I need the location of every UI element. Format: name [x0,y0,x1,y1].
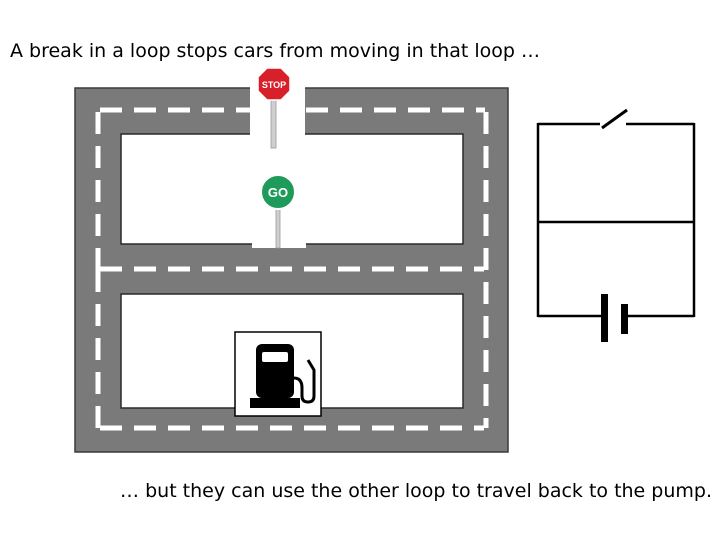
battery-short-plate [621,304,628,334]
stop-sign-icon: STOP [257,67,291,149]
fuel-pump-icon [234,331,322,417]
fuel-pump-base [250,398,300,408]
lane-markings [95,107,489,431]
battery-icon [601,294,628,342]
go-sign-disc [260,174,296,210]
open-switch-icon [601,108,628,130]
heading: A break in a loop stops cars from moving… [10,40,541,62]
switch-blade [601,108,628,130]
go-sign-label: GO [268,185,288,200]
road-network [74,86,509,453]
stop-sign-octagon [257,67,291,101]
stop-sign-post [270,97,277,149]
circuit [536,108,696,318]
caption: … but they can use the other loop to tra… [120,480,712,502]
go-sign-icon: GO [260,174,296,249]
fuel-pump-window [262,352,288,362]
battery-long-plate [601,294,608,342]
fuel-pump-hose [293,359,316,404]
stop-sign-label: STOP [262,80,286,90]
go-sign-post [275,207,281,249]
